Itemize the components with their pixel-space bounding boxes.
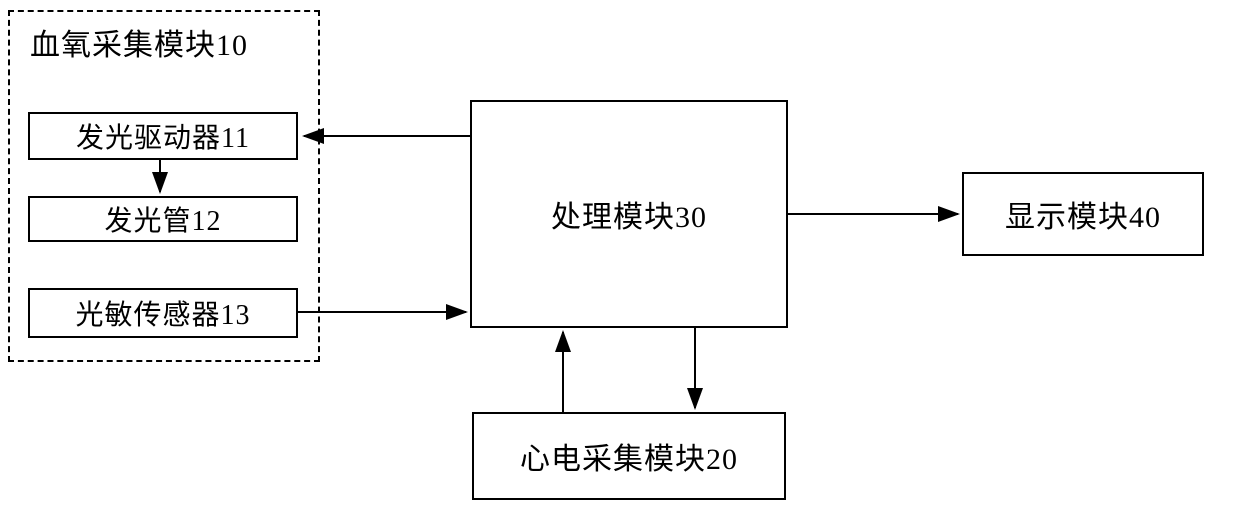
light-tube-box: 发光管12: [28, 196, 298, 242]
light-driver-label: 发光驱动器11: [76, 123, 250, 154]
display-module-label: 显示模块40: [1005, 201, 1161, 234]
light-driver-box: 发光驱动器11: [28, 112, 298, 160]
blood-oxygen-module-label: 血氧采集模块10: [30, 29, 248, 62]
processing-module-label: 处理模块30: [551, 201, 707, 234]
display-module-box: 显示模块40: [962, 172, 1204, 256]
light-tube-label: 发光管12: [104, 206, 222, 237]
ecg-module-box: 心电采集模块20: [472, 412, 786, 500]
blood-oxygen-module-group: [8, 10, 320, 362]
photo-sensor-label: 光敏传感器13: [75, 300, 251, 331]
photo-sensor-box: 光敏传感器13: [28, 288, 298, 338]
processing-module-box: 处理模块30: [470, 100, 788, 328]
ecg-module-label: 心电采集模块20: [520, 443, 738, 476]
